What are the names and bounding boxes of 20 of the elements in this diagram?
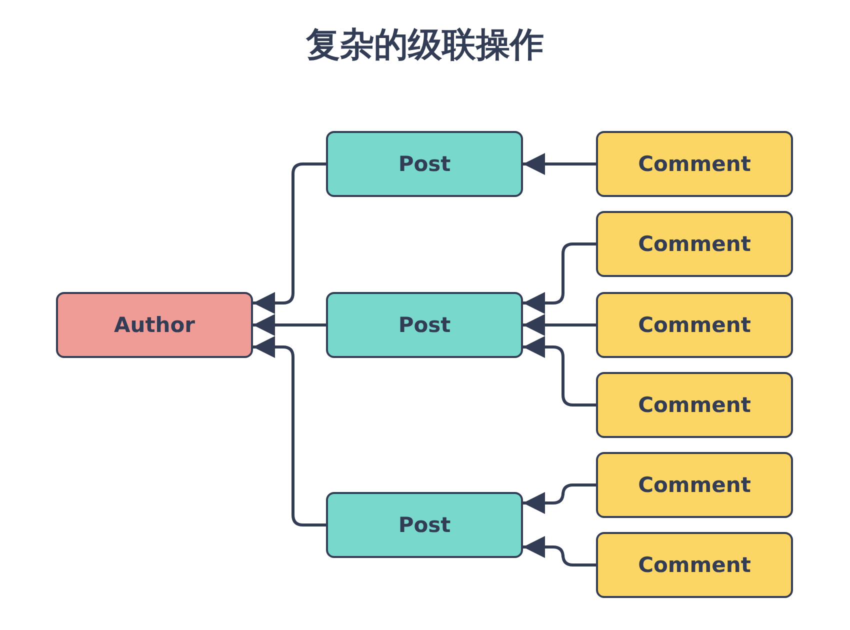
arrow bbox=[253, 336, 326, 526]
post-box: Post bbox=[326, 292, 523, 358]
post-box: Post bbox=[326, 492, 523, 558]
arrow bbox=[523, 484, 596, 514]
arrow bbox=[523, 153, 596, 175]
arrow bbox=[523, 242, 596, 314]
arrow bbox=[523, 336, 596, 406]
post-box: Post bbox=[326, 131, 523, 197]
comment-box: Comment bbox=[596, 131, 793, 197]
arrow bbox=[523, 314, 596, 336]
comment-box: Comment bbox=[596, 532, 793, 598]
arrow bbox=[523, 536, 596, 566]
comment-box: Comment bbox=[596, 452, 793, 518]
arrow bbox=[253, 314, 326, 336]
comment-box: Comment bbox=[596, 372, 793, 438]
author-box: Author bbox=[56, 292, 253, 358]
comment-box: Comment bbox=[596, 292, 793, 358]
comment-box: Comment bbox=[596, 211, 793, 277]
arrow bbox=[253, 162, 326, 314]
title: 复杂的级联操作 bbox=[304, 24, 545, 67]
